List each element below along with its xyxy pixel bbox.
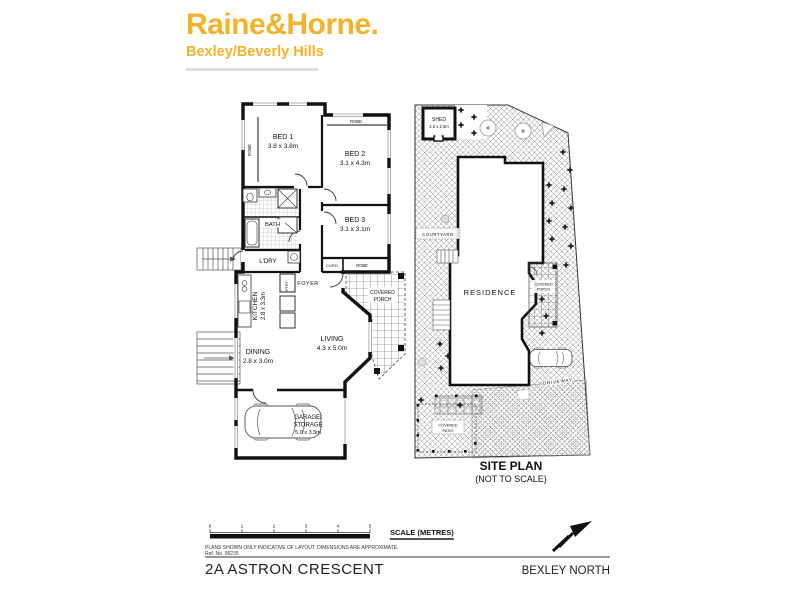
brand-name: Raine&Horne.: [186, 8, 379, 41]
site-plan-subtitle: (NOT TO SCALE): [475, 474, 547, 484]
shed: SHED 2.5 x 2.5m: [421, 106, 457, 142]
kitchen-fittings: [237, 273, 296, 329]
scale-tick-5: 5: [369, 524, 372, 529]
door-gaps: [241, 185, 345, 288]
room-dims-garage: 5.0 x 3.5m: [295, 430, 321, 436]
room-label-garage1: GARAGE/: [294, 415, 322, 421]
svg-text:PORCH: PORCH: [373, 297, 391, 303]
room-label-laundry: L'DRY: [259, 258, 277, 265]
svg-text:KITCHEN: KITCHEN: [252, 291, 259, 320]
plant-icons: [417, 106, 575, 409]
room-label-bath: BATH: [260, 219, 285, 228]
pantry-label: PTRY: [285, 281, 289, 292]
room-label-bed1: BED 1: [273, 134, 293, 141]
disclaimer: PLANS SHOWN ONLY INDICATIVE OF LAYOUT. D…: [205, 545, 398, 557]
site-plan: SHED 2.5 x 2.5m COVERED PORCH COURTYARD: [414, 104, 591, 459]
room-label-dining: DINING: [246, 349, 271, 356]
room-label-bed3: BED 3: [345, 217, 365, 224]
logo-divider: [186, 68, 318, 71]
site-stairs: [432, 249, 459, 331]
room-dims-dining: 2.8 x 3.0m: [243, 358, 273, 365]
room-label-garage2: STORAGE: [293, 423, 322, 429]
room-label-living: LIVING: [321, 336, 344, 343]
floor-plan: BED 1 3.8 x 3.8m BED 2 3.1 x 4.3m BED 3 …: [196, 101, 406, 460]
svg-text:BATH: BATH: [265, 222, 280, 228]
svg-text:PTRY: PTRY: [285, 281, 289, 292]
room-label-foyer: FOYER: [297, 281, 318, 287]
courtyard-label: COURTYARD: [415, 227, 461, 240]
svg-text:2.8 x 3.3m: 2.8 x 3.3m: [261, 292, 267, 320]
site-porch-label2: PORCH: [537, 288, 551, 292]
scale-tick-1: 1: [241, 524, 244, 529]
driveway-surface: [471, 379, 591, 459]
room-dims-bed3: 3.1 x 3.1m: [340, 226, 370, 233]
tree-icons: [479, 119, 555, 140]
property-address: 2A ASTRON CRESCENT: [205, 561, 385, 578]
patio-label2: PATIO: [442, 428, 453, 433]
scale-tick-2: 2: [273, 524, 276, 529]
site-porch-label: COVERED: [534, 283, 553, 287]
site-car-icon: [529, 347, 573, 369]
brand-office: Bexley/Beverly Hills: [186, 44, 324, 60]
robe-label-bed2: ROBE: [350, 119, 362, 124]
cupd-label: CUP'D: [326, 263, 338, 268]
scale-tick-3: 3: [305, 524, 308, 529]
shed-dims: 2.5 x 2.5m: [429, 124, 449, 129]
footer-divider: [205, 556, 610, 558]
scale-label: SCALE (METRES): [390, 528, 454, 540]
scale-bar: 0 1 2 3 4 5: [209, 524, 372, 539]
driveway-label: DRIVEWAY: [543, 377, 573, 386]
robe-label-bed1: ROBE: [247, 144, 252, 156]
windows: [233, 101, 392, 448]
porch-label: COVERED PORCH: [368, 287, 397, 303]
robe-label-hall: ROBE: [356, 263, 368, 268]
brand-logo: Raine&Horne. Bexley/Beverly Hills: [186, 8, 379, 71]
suburb-label: BEXLEY NORTH: [521, 565, 610, 577]
ref-number: Ref. No. 95235: [205, 551, 239, 557]
room-label-bed2: BED 2: [345, 151, 365, 158]
disclaimer-line: PLANS SHOWN ONLY INDICATIVE OF LAYOUT. D…: [205, 545, 399, 551]
room-dims-living: 4.3 x 5.0m: [317, 345, 347, 352]
exterior-stairs-top: [196, 247, 242, 271]
patio-label1: COVERED: [438, 423, 457, 428]
room-label-kitchen: KITCHEN 2.8 x 3.3m: [252, 291, 267, 320]
driveway-entry-notch: [515, 388, 530, 401]
room-dims-bed2: 3.1 x 4.3m: [340, 160, 370, 167]
shed-label: SHED: [432, 117, 446, 123]
svg-text:ROBE: ROBE: [247, 144, 252, 156]
scale-tick-0: 0: [209, 524, 212, 529]
site-porch: COVERED PORCH: [528, 262, 558, 328]
scale-tick-4: 4: [337, 524, 340, 529]
svg-text:COVERED: COVERED: [370, 290, 395, 296]
door-arcs: [232, 173, 344, 404]
north-arrow-icon: [551, 521, 592, 553]
svg-text:COURTYARD: COURTYARD: [422, 232, 454, 237]
car-icon: [244, 403, 322, 441]
residence-label: RESIDENCE: [464, 288, 517, 297]
site-plan-title: SITE PLAN: [479, 459, 543, 473]
exterior-stairs-bottom: [196, 331, 241, 385]
room-dims-bed1: 3.8 x 3.8m: [268, 143, 298, 150]
